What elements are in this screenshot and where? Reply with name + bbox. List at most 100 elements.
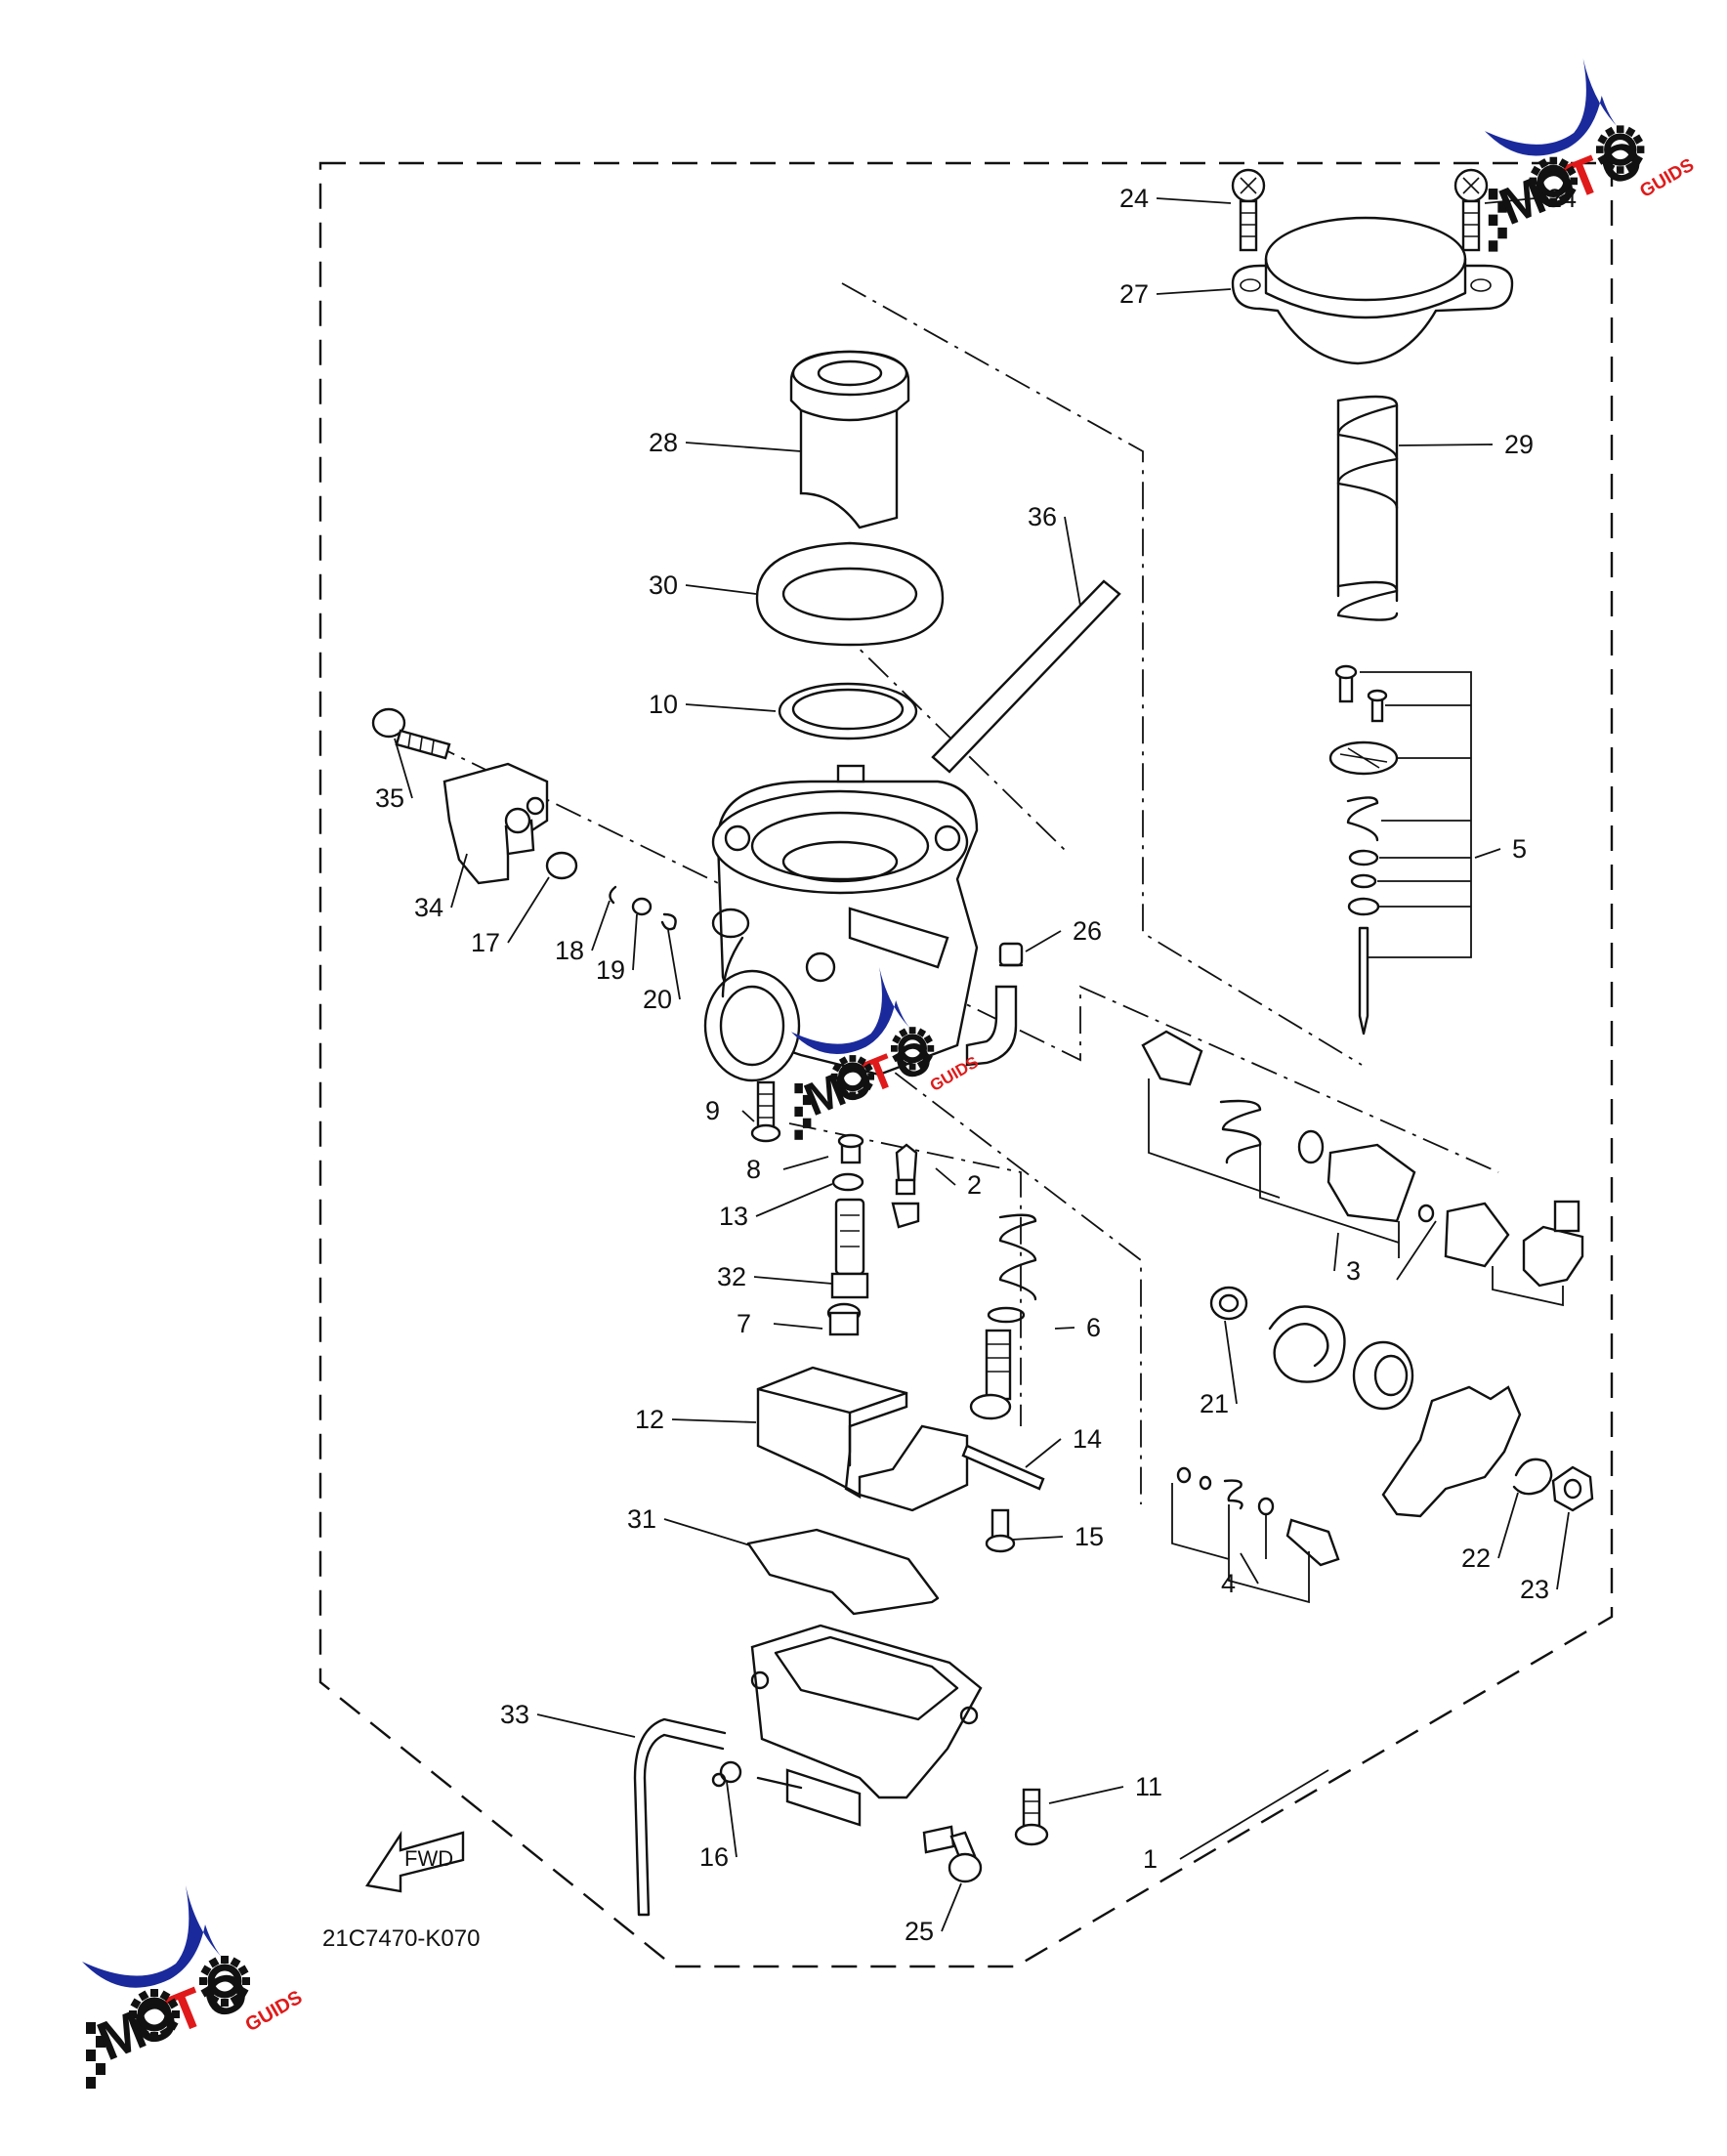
leader-line [394,738,413,799]
throttle-spring [1268,1305,1346,1383]
leader-line [1556,1511,1570,1590]
leader-line [507,876,550,944]
leader-line [685,584,757,595]
leader-line [450,853,468,909]
clip-part-16 [719,1760,742,1784]
leader-line [1156,288,1232,295]
throttle-drum [1352,1340,1414,1411]
leader-line [1240,1552,1259,1585]
part-callout: 23 [1520,1575,1549,1604]
leader-line [1025,930,1062,952]
leader-line [935,1167,956,1186]
part-callout: 21 [1200,1389,1229,1418]
gasket-part-31 [746,1528,940,1616]
leader-line [726,1781,737,1858]
screw-part-24-right [1453,168,1489,252]
part-callout: 10 [649,690,678,719]
direction-label: FWD [404,1846,453,1871]
gear-icon [1529,125,1645,206]
gear-icon [830,1027,935,1099]
part-callout: 19 [596,955,625,985]
leader-line [1156,197,1232,204]
oring-part-13 [831,1172,864,1192]
oring-part-10 [778,682,918,740]
part-callout: 16 [699,1842,729,1872]
part-callout: 11 [1135,1772,1162,1801]
part-callout: 32 [717,1262,746,1291]
screw-part-35 [371,707,451,760]
main-jet-part-7 [826,1302,862,1336]
part-callout: 3 [1346,1256,1361,1286]
leader-line [632,913,638,971]
leader-line [1179,1769,1329,1860]
jet-part-8 [837,1133,864,1164]
part-callout: 12 [635,1405,664,1434]
logo-suffix: GUIDS [927,1053,982,1095]
washer-part-22 [1512,1458,1553,1496]
part-callout: 9 [705,1096,720,1125]
part-callout: 2 [967,1170,982,1200]
screw-part-24-left [1231,168,1266,252]
float-valve-part-2 [891,1143,920,1229]
clip-part-18 [609,885,617,905]
part-callout: 36 [1028,502,1057,531]
pilot-screw-part-4 [1171,1466,1340,1604]
swoosh-icon [1485,59,1624,156]
leader-line [685,703,777,712]
carburetor-body [703,764,1018,1082]
part-callout: 7 [737,1309,751,1338]
link-part-34 [442,762,549,885]
screw-part-15 [985,1508,1016,1553]
spring-screw-part-6 [969,1213,1037,1420]
leader-line [591,900,611,951]
part-callout: 6 [1086,1313,1101,1342]
part-callout: 30 [649,571,678,600]
leader-line [1025,1438,1062,1468]
oring-part-17 [545,851,578,880]
leader-line [773,1323,823,1330]
piston-part-28 [789,350,910,529]
leader-line [741,1110,755,1122]
checkered-flag-icon [86,2022,105,2089]
leader-line [1064,516,1081,607]
part-callout: 13 [719,1202,748,1231]
washer-part-21 [1209,1286,1248,1321]
drain-screw-part-25 [922,1825,983,1883]
part-callout: 1 [1143,1844,1158,1874]
leader-line [1398,444,1494,446]
leader-line [663,1518,751,1546]
leader-line [755,1183,833,1217]
checkered-flag-icon [1488,189,1507,252]
rod-part-36 [931,579,1121,774]
cap-part-27 [1231,216,1514,365]
cap-part-26 [998,942,1024,967]
part-callout: 14 [1073,1424,1102,1454]
part-callout: 34 [414,893,443,922]
fwd-arrow-icon: FWD [365,1830,465,1893]
part-callout: 25 [905,1917,934,1946]
leader-line [1497,1492,1519,1559]
pin-part-14 [961,1444,1045,1491]
leader-line [1224,1320,1238,1405]
part-callout: 4 [1221,1569,1236,1598]
part-callout: 29 [1504,430,1534,459]
leader-line [667,929,681,1000]
leader-line [685,442,802,452]
part-callout: 26 [1073,916,1102,946]
part-callout: 28 [649,428,678,457]
hose-part-33 [633,1717,727,1917]
part-callout: 20 [643,985,672,1014]
part-callout: 18 [555,936,584,965]
nut-part-23 [1551,1465,1594,1512]
part-callout: 17 [471,928,500,957]
screw-part-11 [1014,1788,1049,1846]
diaphragm-part-30 [755,541,945,647]
leader-line [1054,1327,1075,1330]
logo-suffix: GUIDS [242,1987,307,2037]
